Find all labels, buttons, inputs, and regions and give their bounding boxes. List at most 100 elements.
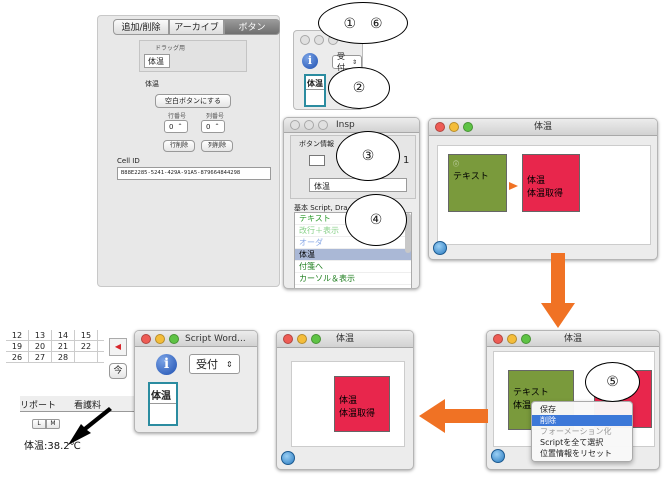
zoom-button[interactable]: [463, 122, 473, 132]
globe-icon[interactable]: [491, 449, 505, 463]
info-icon[interactable]: i: [156, 354, 177, 375]
context-menu-item: フォーメーション化: [540, 427, 612, 436]
record-text[interactable]: 体温:38.2℃: [24, 441, 81, 452]
minimize-button[interactable]: [155, 334, 165, 344]
chevron-updown-icon: ⇕: [351, 58, 357, 66]
zoom-button[interactable]: [169, 334, 179, 344]
minimize-button[interactable]: [449, 122, 459, 132]
drag-button[interactable]: 体温: [144, 54, 170, 68]
window-controls: [435, 122, 473, 132]
canvas-1-area: ⓘ テキスト 体温 体温取得: [437, 145, 651, 245]
zoom-button[interactable]: [318, 120, 328, 130]
temperature-button-label: 体温: [150, 384, 176, 404]
col-stepper[interactable]: 0⌃: [201, 120, 225, 133]
close-button[interactable]: [493, 334, 503, 344]
calendar-day[interactable]: 19: [6, 341, 29, 351]
script-list-item[interactable]: 体温: [295, 249, 411, 261]
tab-report[interactable]: リポート: [20, 401, 57, 411]
button-settings-panel: 追加/削除 アーカイブ ボタン ドラッグ用 体温 体温 空白ボタンにする 行番号…: [97, 15, 280, 287]
left-arrow-icon: [419, 399, 488, 433]
window-controls: [283, 334, 321, 344]
text-card[interactable]: ⓘ テキスト: [448, 154, 507, 212]
close-button[interactable]: [141, 334, 151, 344]
today-button[interactable]: 今: [109, 363, 127, 379]
calendar-day[interactable]: 22: [75, 341, 98, 351]
minimize-button[interactable]: [304, 120, 314, 130]
tab-archive[interactable]: アーカイブ: [169, 19, 224, 35]
context-menu-item[interactable]: 削除: [532, 415, 632, 426]
temperature-card[interactable]: 体温 体温取得: [334, 376, 390, 432]
minimize-button[interactable]: [507, 334, 517, 344]
scrollbar[interactable]: [405, 213, 411, 253]
minimize-button[interactable]: [297, 334, 307, 344]
temperature-button-label: 体温: [306, 76, 324, 90]
script-list-item[interactable]: オーダ: [295, 237, 411, 249]
canvas-2-area: 体温 体温取得: [291, 361, 405, 447]
tab-nursing[interactable]: 看護料: [74, 401, 102, 411]
calendar-day[interactable]: 27: [29, 352, 52, 362]
temperature-button[interactable]: 体温: [304, 74, 326, 107]
callout-4: ④: [345, 194, 407, 246]
globe-icon[interactable]: [433, 241, 447, 255]
button-name-label: 体温: [145, 80, 159, 88]
window-controls: [493, 334, 531, 344]
cell-id-field[interactable]: B88E2285-5241-429A-91A5-879664844298: [117, 167, 271, 180]
button-number: 1: [403, 155, 410, 166]
globe-icon[interactable]: [281, 451, 295, 465]
script-list-item[interactable]: カーソル＆表示: [295, 273, 411, 285]
row-value: 0: [169, 122, 174, 131]
flow-arrow-icon: [509, 182, 518, 190]
chevron-updown-icon: ⇕: [226, 359, 233, 369]
tab-l[interactable]: L: [32, 419, 46, 429]
context-menu-item[interactable]: Scriptを全て選択: [540, 438, 604, 447]
temperature-card[interactable]: 体温 体温取得: [522, 154, 580, 212]
blank-button[interactable]: 空白ボタンにする: [155, 94, 231, 108]
tab-add-delete[interactable]: 追加/削除: [113, 19, 169, 35]
text-card-line2: 体温: [513, 401, 532, 411]
zoom-button[interactable]: [311, 334, 321, 344]
calendar-day[interactable]: 14: [52, 330, 75, 340]
row-delete-button[interactable]: 行削除: [163, 140, 195, 152]
cell-id-label: Cell ID: [117, 157, 140, 165]
context-menu-item[interactable]: 位置情報をリセット: [540, 449, 612, 458]
inspector-title: Insp: [336, 120, 355, 130]
script-word-titlebar: Script Word...: [135, 331, 257, 347]
tab-button[interactable]: ボタン: [224, 19, 280, 35]
calendar-day[interactable]: [75, 352, 98, 362]
temperature-card-line2: 体温取得: [339, 409, 376, 419]
temperature-button[interactable]: 体温: [148, 382, 178, 426]
close-button[interactable]: [290, 120, 300, 130]
calendar-day[interactable]: 12: [6, 330, 29, 340]
down-arrow-icon: [541, 253, 575, 328]
close-button[interactable]: [283, 334, 293, 344]
tab-m[interactable]: M: [46, 419, 60, 429]
info-icon[interactable]: i: [302, 53, 318, 69]
color-swatch[interactable]: [309, 155, 325, 166]
script-list-header: 基本 Script, Dra: [294, 204, 348, 212]
calendar-day[interactable]: 15: [75, 330, 98, 340]
calendar-day[interactable]: 13: [29, 330, 52, 340]
col-delete-button[interactable]: 列削除: [201, 140, 233, 152]
button-name-field[interactable]: 体温: [309, 178, 407, 192]
row-stepper[interactable]: 0⌃: [164, 120, 188, 133]
calendar-day[interactable]: 20: [29, 341, 52, 351]
calendar-day[interactable]: 28: [52, 352, 75, 362]
calendar-day[interactable]: 26: [6, 352, 29, 362]
zoom-button[interactable]: [521, 334, 531, 344]
callout-3: ③: [336, 131, 400, 181]
close-button[interactable]: [435, 122, 445, 132]
reception-select[interactable]: 受付⇕: [189, 354, 240, 374]
calendar-prev-button[interactable]: ◀: [109, 338, 127, 356]
window-controls: [290, 120, 328, 130]
canvas-1-titlebar: 体温: [429, 119, 657, 136]
close-button[interactable]: [300, 35, 310, 45]
calendar-day[interactable]: 21: [52, 341, 75, 351]
minimize-button[interactable]: [314, 35, 324, 45]
script-list-item[interactable]: 付箋へ: [295, 261, 411, 273]
context-menu-item[interactable]: 保存: [540, 405, 556, 414]
